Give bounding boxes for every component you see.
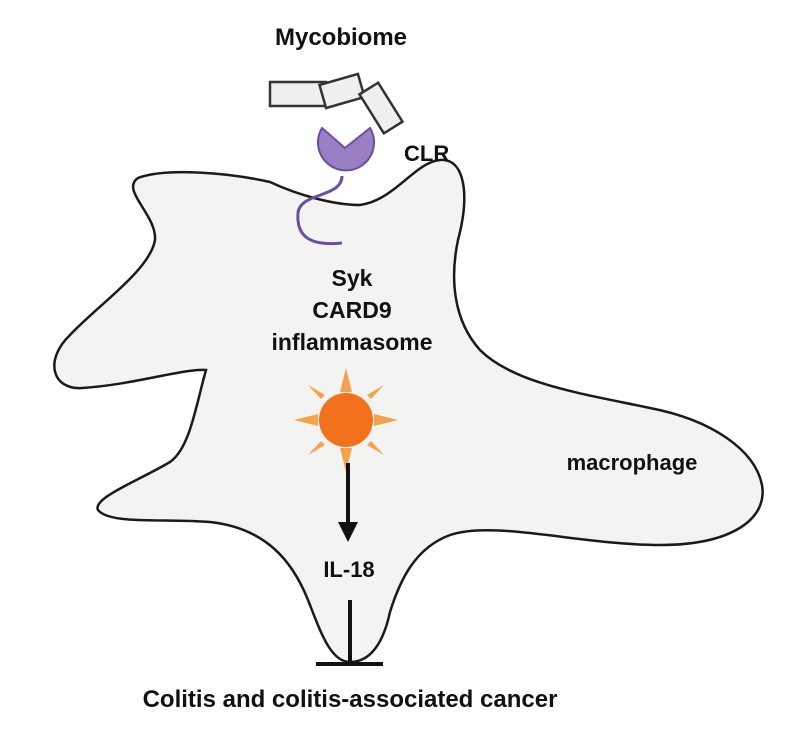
inflammasome-sun-icon [294,368,398,472]
syk-label: Syk [332,265,373,291]
mycobiome-label: Mycobiome [275,24,407,51]
macrophage-label: macrophage [567,450,698,475]
macrophage-cell [53,158,764,664]
inflammasome-label: inflammasome [271,329,432,355]
il18-label: IL-18 [323,557,374,582]
clr-label: CLR [404,141,449,166]
clr-receptor-icon [296,126,375,246]
mycobiome-hyphae-icon [268,72,405,136]
card9-label: CARD9 [312,297,391,323]
inhibition-bar-icon [316,600,383,666]
outcome-label: Colitis and colitis-associated cancer [143,686,558,713]
activation-arrow-icon [338,463,358,542]
